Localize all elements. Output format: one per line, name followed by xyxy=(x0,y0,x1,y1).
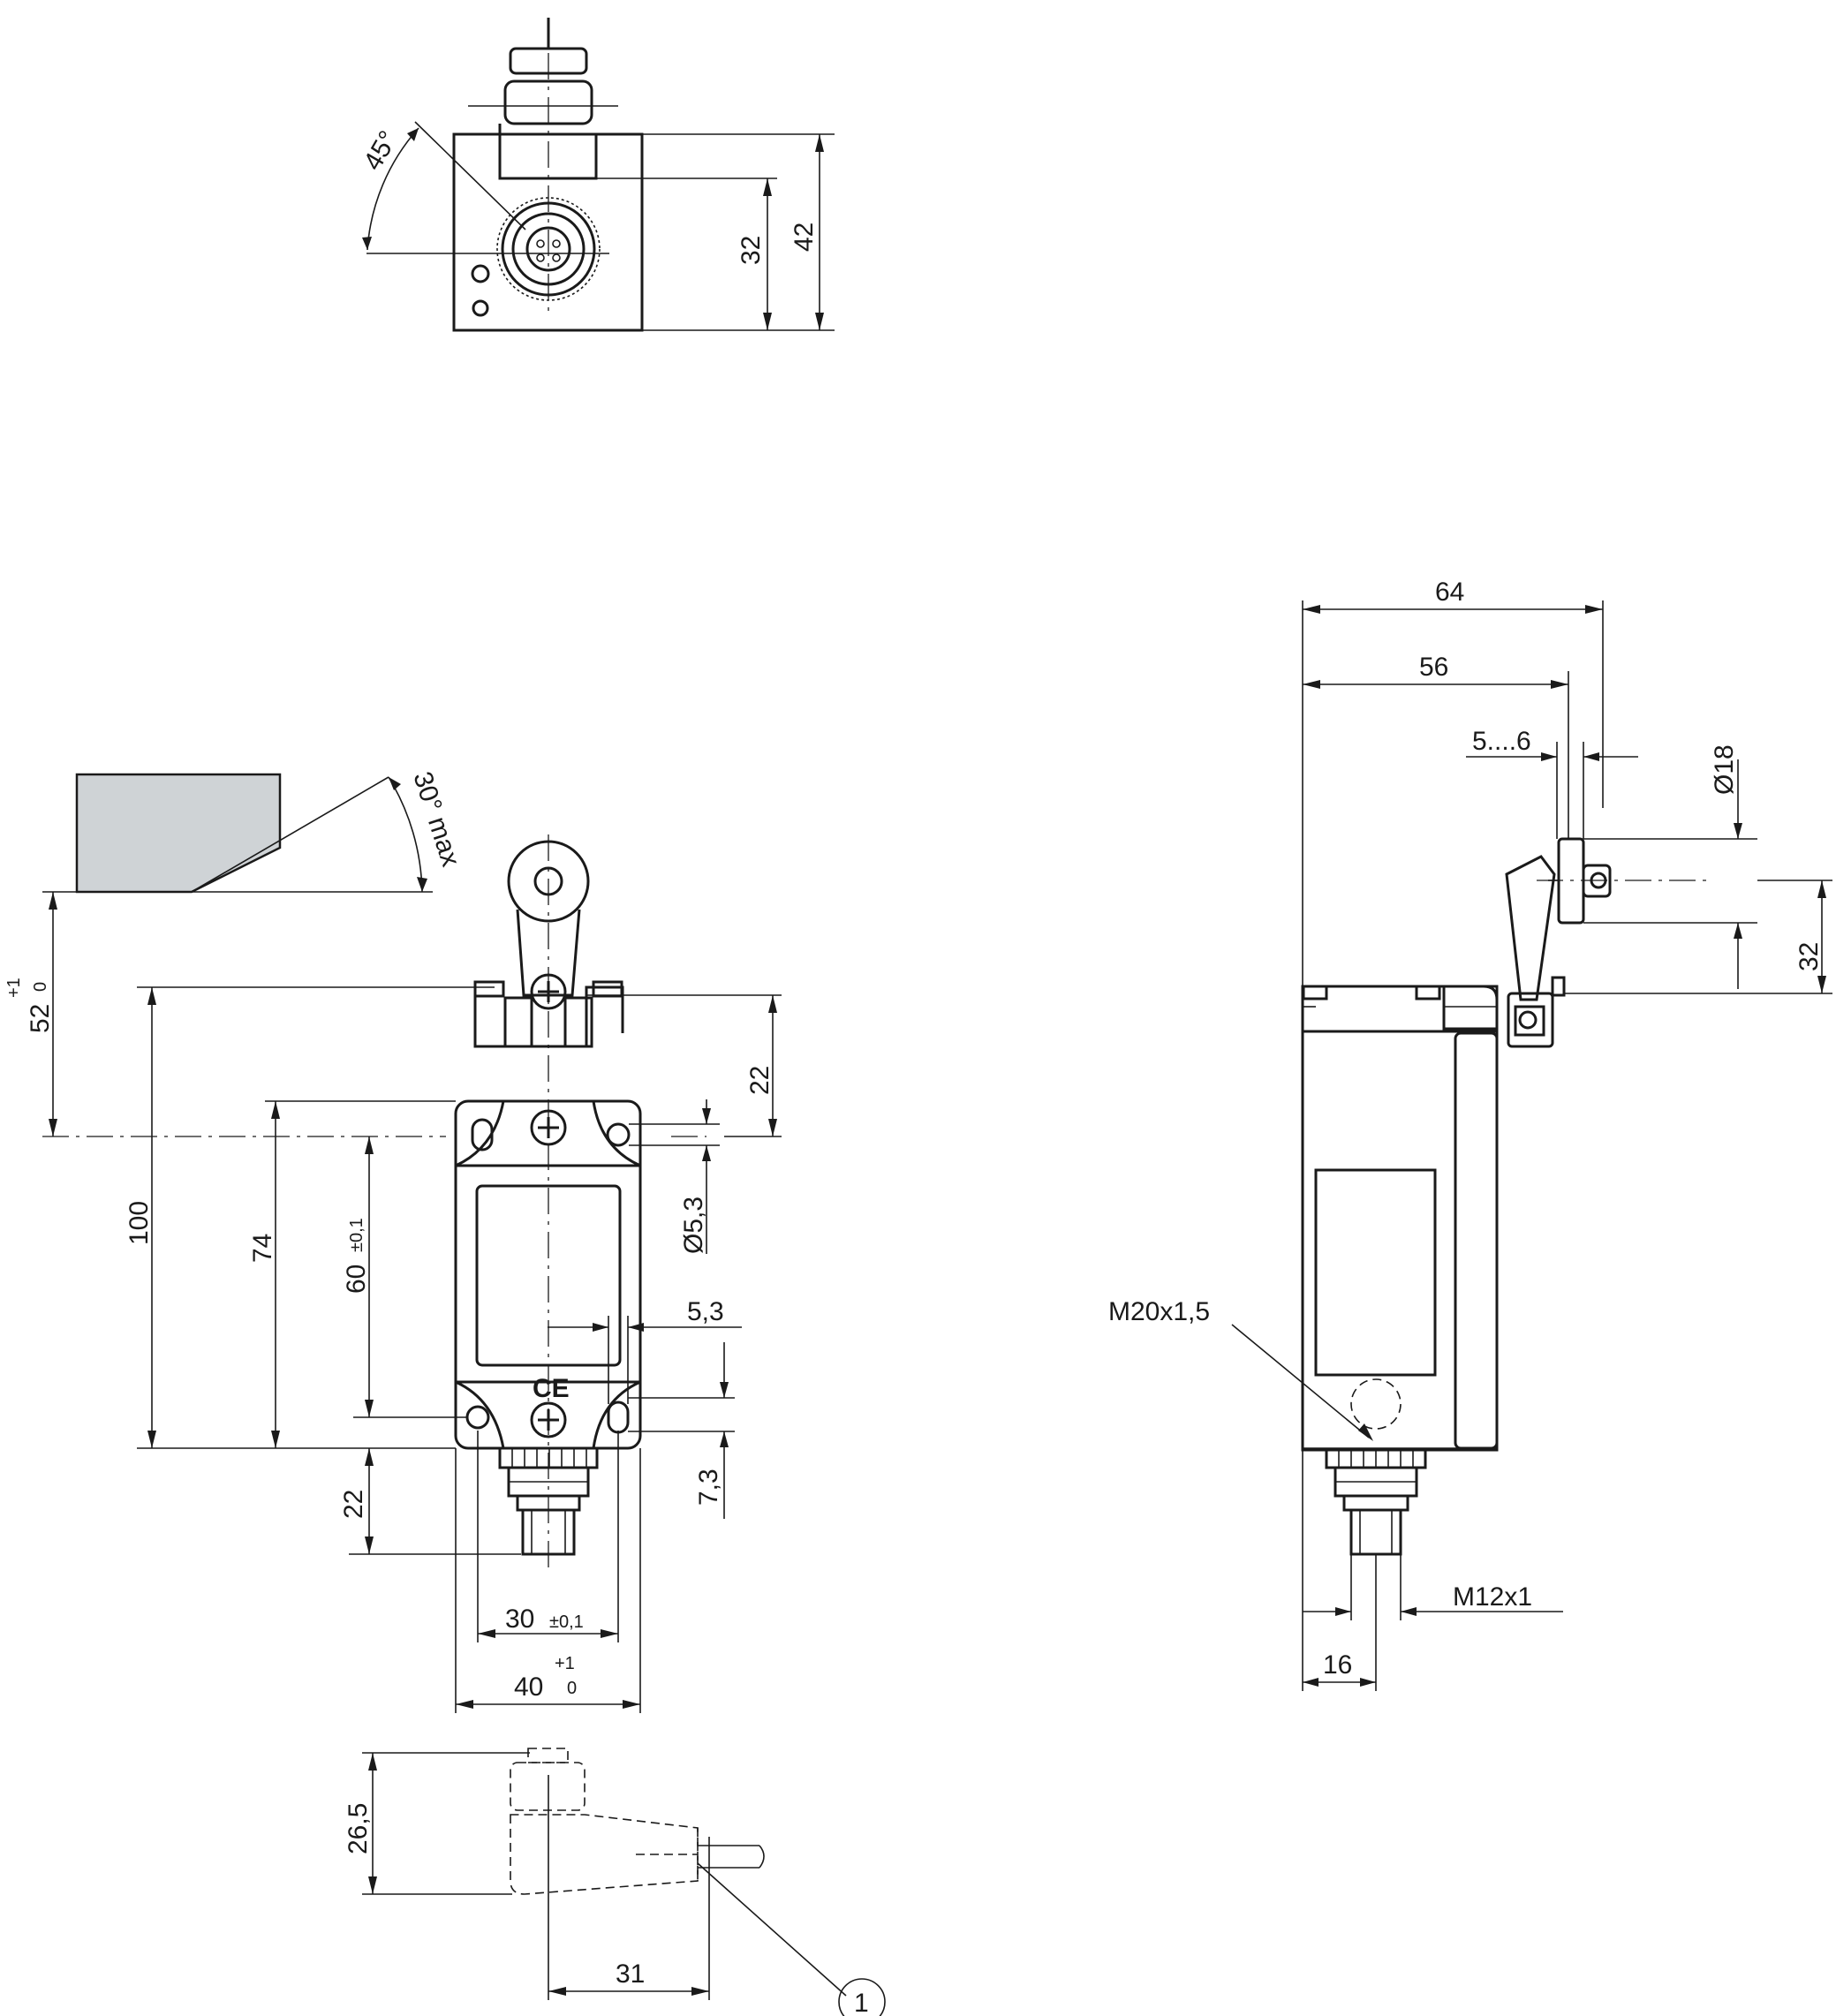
dim-40-tol-lower: 0 xyxy=(567,1679,577,1698)
slot-hole-left-top xyxy=(471,1118,494,1151)
side-dim-32: 32 xyxy=(1794,942,1824,971)
ce-mark: CE xyxy=(533,1374,570,1403)
dim-74: 74 xyxy=(248,1234,277,1263)
dim-22-top: 22 xyxy=(745,1066,774,1095)
top-view: 45° 32 42 xyxy=(358,18,835,332)
side-view: 64 56 5....6 Ø18 32 M20x1,5 xyxy=(1108,578,1832,1691)
cam-block xyxy=(75,773,282,894)
callout-circle xyxy=(838,1978,886,2016)
dim-52: 52 xyxy=(26,1004,55,1033)
slot-hole-right-bottom xyxy=(607,1401,630,1434)
dim-7-3: 7,3 xyxy=(694,1469,723,1506)
thread-m12: M12x1 xyxy=(1453,1582,1532,1612)
dim-56: 56 xyxy=(1419,653,1448,682)
side-head xyxy=(1301,985,1499,1031)
dim-22-bottom: 22 xyxy=(339,1490,368,1519)
connector-view: 26,5 31 1 xyxy=(344,1748,886,2016)
dim-hole-diameter: Ø5,3 xyxy=(679,1197,708,1254)
side-label-window xyxy=(1314,1168,1437,1377)
top-view-angle-label: 45° xyxy=(358,126,403,176)
cover-screw-bottom xyxy=(530,1401,567,1438)
mount-hole-left-bottom xyxy=(465,1405,490,1430)
dim-100: 100 xyxy=(125,1201,154,1245)
dim-5-6: 5....6 xyxy=(1472,727,1531,756)
front-view: 30° max CE xyxy=(4,768,782,1713)
top-view-dim-32: 32 xyxy=(737,236,766,265)
dim-40-tol-upper: +1 xyxy=(555,1654,575,1673)
top-view-screw xyxy=(471,264,490,283)
side-body xyxy=(1301,1030,1499,1452)
dim-diameter-18: Ø18 xyxy=(1710,744,1739,795)
dim-60: 60 xyxy=(342,1265,371,1294)
dim-40: 40 xyxy=(514,1672,543,1702)
thread-m20: M20x1,5 xyxy=(1108,1297,1210,1326)
dim-52-tol-lower: 0 xyxy=(31,982,50,992)
dim-60-tol: ±0,1 xyxy=(347,1218,366,1252)
top-view-dim-42: 42 xyxy=(790,223,819,252)
m20-gland-position xyxy=(1350,1378,1402,1430)
mount-hole-right-top xyxy=(606,1122,631,1147)
cam-angle-label: 30° max xyxy=(407,768,465,870)
dim-31: 31 xyxy=(616,1959,645,1989)
dim-30: 30 xyxy=(505,1604,534,1634)
side-m12-connector xyxy=(1349,1508,1402,1556)
dim-52-tol-upper: +1 xyxy=(4,978,24,998)
callout-1: 1 xyxy=(854,1989,869,2016)
dim-26-5: 26,5 xyxy=(344,1803,373,1854)
dim-64: 64 xyxy=(1435,578,1464,607)
side-lever xyxy=(1505,855,1556,1001)
dim-5-3: 5,3 xyxy=(687,1297,724,1326)
dim-30-tol: ±0,1 xyxy=(549,1612,584,1632)
dim-16: 16 xyxy=(1323,1650,1352,1680)
